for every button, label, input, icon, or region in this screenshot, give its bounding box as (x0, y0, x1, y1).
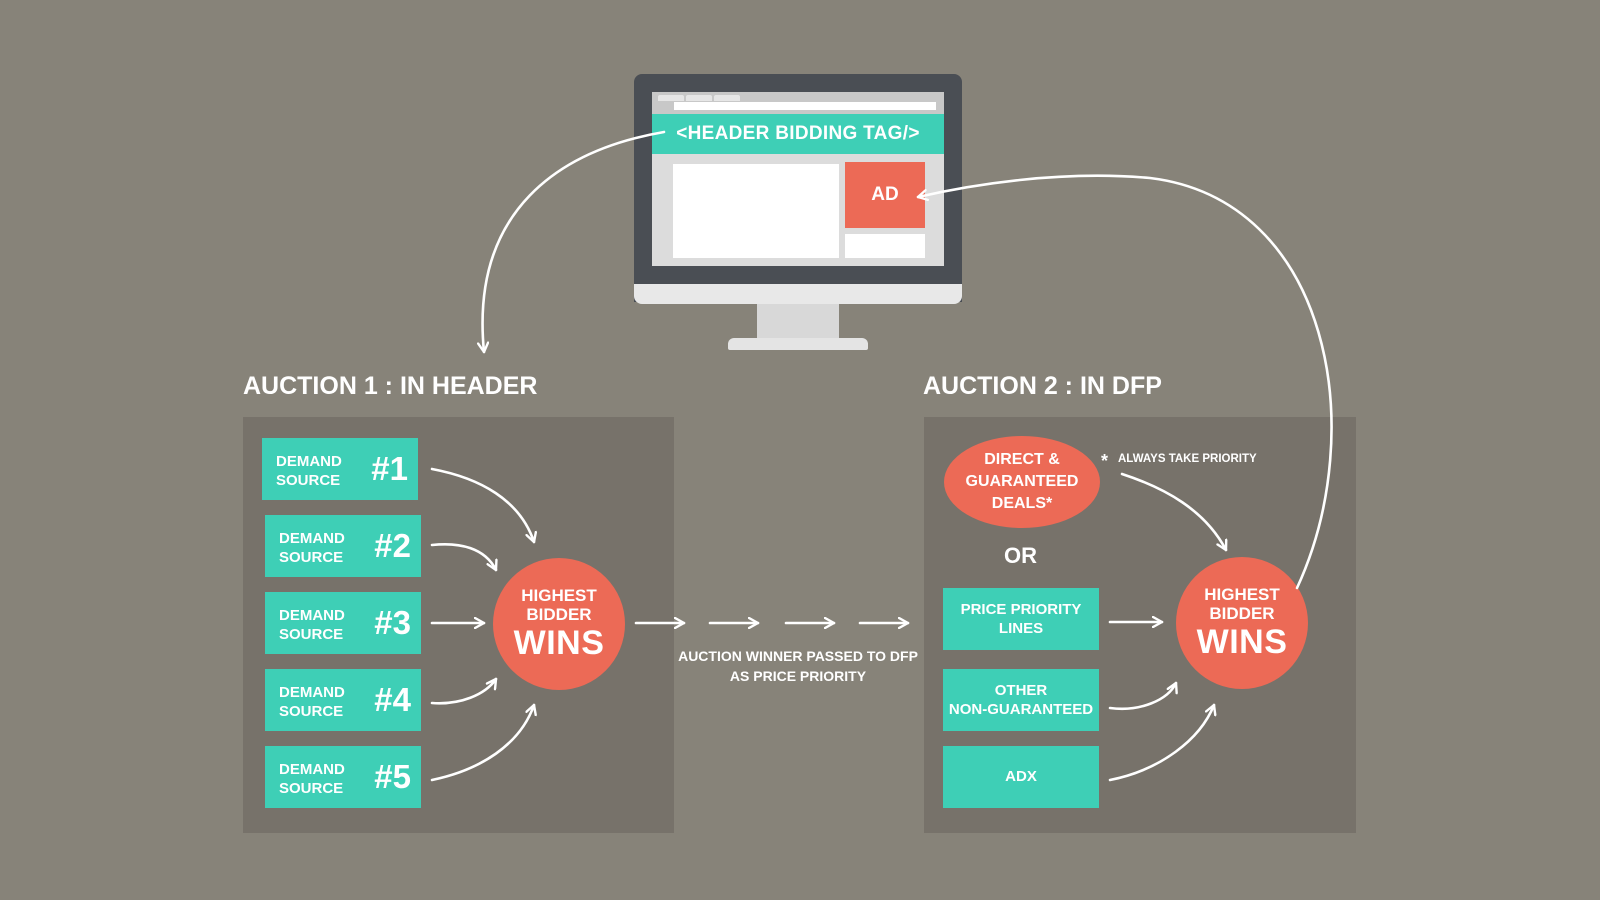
monitor-chin (634, 284, 962, 304)
line-item-label: PRICE PRIORITY (960, 601, 1082, 618)
demand-source-number: #3 (374, 604, 411, 641)
auction2-winner-circle: HIGHEST BIDDER WINS (1176, 557, 1308, 689)
ad-slot: AD (845, 162, 925, 228)
demand-source-1: DEMAND SOURCE #1 (262, 438, 418, 500)
line-item-label: NON-GUARANTEED (948, 701, 1094, 718)
winner-passed-caption: AUCTION WINNER PASSED TO DFP AS PRICE PR… (678, 648, 918, 684)
browser-tab (714, 95, 740, 101)
demand-source-number: #2 (374, 527, 411, 564)
winner-wins-label: WINS (1196, 623, 1288, 661)
demand-source-number: #4 (374, 681, 411, 718)
demand-source-number: #5 (374, 758, 411, 795)
line-item-label: OTHER (994, 682, 1048, 699)
winner-wins-label: WINS (513, 624, 605, 662)
priority-note: ALWAYS TAKE PRIORITY (1118, 453, 1257, 465)
demand-source-label: DEMAND SOURCE (279, 530, 345, 566)
demand-source-label: DEMAND SOURCE (279, 607, 345, 643)
priority-asterisk: * (1101, 451, 1109, 471)
demand-source-4: DEMAND SOURCE #4 (265, 669, 421, 731)
demand-source-number: #1 (371, 450, 408, 487)
winner-subtitle: HIGHEST BIDDER (1204, 585, 1280, 623)
auction2-title: AUCTION 2 : IN DFP (923, 372, 1162, 400)
auction1-winner-circle: HIGHEST BIDDER WINS (493, 558, 625, 690)
monitor-screen: <HEADER BIDDING TAG/> AD (652, 92, 944, 266)
demand-source-5: DEMAND SOURCE #5 (265, 746, 421, 808)
line-item-label: ADX (1005, 768, 1037, 785)
or-label: OR (1004, 543, 1037, 568)
demand-source-3: DEMAND SOURCE #3 (265, 592, 421, 654)
browser-tab (658, 95, 684, 101)
demand-source-label: DEMAND SOURCE (276, 453, 342, 489)
browser-url-bar (674, 102, 936, 110)
page-content-block (673, 164, 839, 258)
demand-source-label: DEMAND SOURCE (279, 761, 345, 797)
browser-bar (652, 92, 944, 114)
winner-subtitle: HIGHEST BIDDER (521, 586, 597, 624)
auction1-title: AUCTION 1 : IN HEADER (243, 372, 538, 400)
page-small-block (845, 234, 925, 258)
header-bidding-tag: <HEADER BIDDING TAG/> (652, 114, 944, 154)
price-priority-lines: PRICE PRIORITY LINES (943, 588, 1099, 650)
other-non-guaranteed: OTHER NON-GUARANTEED (943, 669, 1099, 731)
browser-tab (686, 95, 712, 101)
demand-source-label: DEMAND SOURCE (279, 684, 345, 720)
direct-deals-label: DIRECT & GUARANTEED DEALS* (965, 451, 1079, 512)
demand-source-2: DEMAND SOURCE #2 (265, 515, 421, 577)
direct-guaranteed-deals: DIRECT & GUARANTEED DEALS* (944, 436, 1100, 528)
line-item-label: LINES (998, 620, 1044, 637)
monitor-stand-base (728, 338, 868, 350)
adx-box: ADX (943, 746, 1099, 808)
